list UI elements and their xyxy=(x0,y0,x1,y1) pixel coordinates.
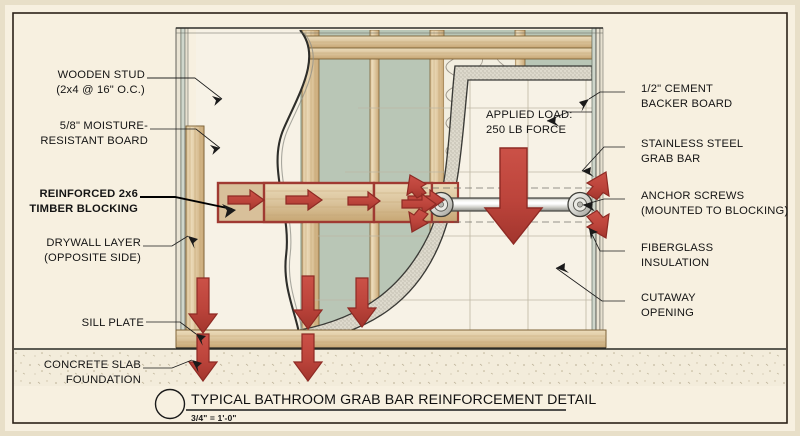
applied-load-arrow xyxy=(483,147,544,246)
label-timber-blocking: REINFORCED 2x6 TIMBER BLOCKING xyxy=(29,188,138,215)
label-timber-blocking-line2: TIMBER BLOCKING xyxy=(29,203,138,215)
concrete-slab xyxy=(14,348,786,386)
wall-assembly xyxy=(14,27,786,386)
sill-plate-and-slab xyxy=(14,329,786,386)
force-arrows xyxy=(187,147,610,383)
label-sill-plate-line1: SILL PLATE xyxy=(82,317,144,329)
labels-right-group: 1/2" CEMENT BACKER BOARD STAINLESS STEEL… xyxy=(641,83,788,319)
label-grab-bar: STAINLESS STEEL GRAB BAR xyxy=(641,138,743,165)
detail-bubble xyxy=(154,388,186,420)
label-concrete-slab-line2: FOUNDATION xyxy=(66,374,141,386)
label-sill-plate: SILL PLATE xyxy=(82,317,144,329)
applied-load-callout: APPLIED LOAD: 250 LB FORCE xyxy=(486,109,573,136)
reaction-arrows-left xyxy=(401,174,438,233)
label-drywall-layer-line2: (OPPOSITE SIDE) xyxy=(44,252,141,264)
applied-load-line1: APPLIED LOAD: xyxy=(486,109,573,121)
label-anchor-screws: ANCHOR SCREWS (MOUNTED TO BLOCKING) xyxy=(641,190,788,217)
label-cutaway-opening: CUTAWAY OPENING xyxy=(641,292,696,319)
detail-title: TYPICAL BATHROOM GRAB BAR REINFORCEMENT … xyxy=(191,392,596,408)
label-cutaway-opening-line2: OPENING xyxy=(641,307,694,319)
label-wooden-stud-line2: (2x4 @ 16" O.C.) xyxy=(56,84,145,96)
label-wooden-stud: WOODEN STUD (2x4 @ 16" O.C.) xyxy=(56,69,145,96)
label-moisture-board-line1: 5/8" MOISTURE- xyxy=(60,120,148,132)
label-drywall-layer-line1: DRYWALL LAYER xyxy=(46,237,141,249)
load-path-arrows xyxy=(187,275,378,383)
label-anchor-screws-line1: ANCHOR SCREWS xyxy=(641,190,744,202)
label-cement-backer-board-line1: 1/2" CEMENT xyxy=(641,83,713,95)
label-anchor-screws-line2: (MOUNTED TO BLOCKING) xyxy=(641,205,788,217)
label-concrete-slab: CONCRETE SLAB FOUNDATION xyxy=(44,359,141,386)
title-block: TYPICAL BATHROOM GRAB BAR REINFORCEMENT … xyxy=(154,388,596,423)
sheet-border xyxy=(12,12,788,424)
label-cement-backer-board: 1/2" CEMENT BACKER BOARD xyxy=(641,83,732,110)
label-drywall-layer: DRYWALL LAYER (OPPOSITE SIDE) xyxy=(44,237,141,264)
label-grab-bar-line1: STAINLESS STEEL xyxy=(641,138,743,150)
labels-left-group: WOODEN STUD (2x4 @ 16" O.C.) 5/8" MOISTU… xyxy=(29,69,148,386)
label-cutaway-opening-line1: CUTAWAY xyxy=(641,292,696,304)
detail-scale: 3/4" = 1'-0" xyxy=(191,413,237,423)
label-fiberglass-insulation-line1: FIBERGLASS xyxy=(641,242,713,254)
leader-arrowheads xyxy=(188,96,598,373)
reaction-arrows-right xyxy=(585,171,610,239)
label-concrete-slab-line1: CONCRETE SLAB xyxy=(44,359,141,371)
label-fiberglass-insulation: FIBERGLASS INSULATION xyxy=(641,242,713,269)
label-grab-bar-line2: GRAB BAR xyxy=(641,153,700,165)
label-moisture-board-line2: RESISTANT BOARD xyxy=(40,135,148,147)
label-wooden-stud-line1: WOODEN STUD xyxy=(58,69,145,81)
label-cement-backer-board-line2: BACKER BOARD xyxy=(641,98,732,110)
label-moisture-board: 5/8" MOISTURE- RESISTANT BOARD xyxy=(40,120,148,147)
label-fiberglass-insulation-line2: INSULATION xyxy=(641,257,709,269)
anchor-flange-right xyxy=(567,191,593,218)
applied-load-line2: 250 LB FORCE xyxy=(486,124,566,136)
label-timber-blocking-line1: REINFORCED 2x6 xyxy=(39,188,138,200)
